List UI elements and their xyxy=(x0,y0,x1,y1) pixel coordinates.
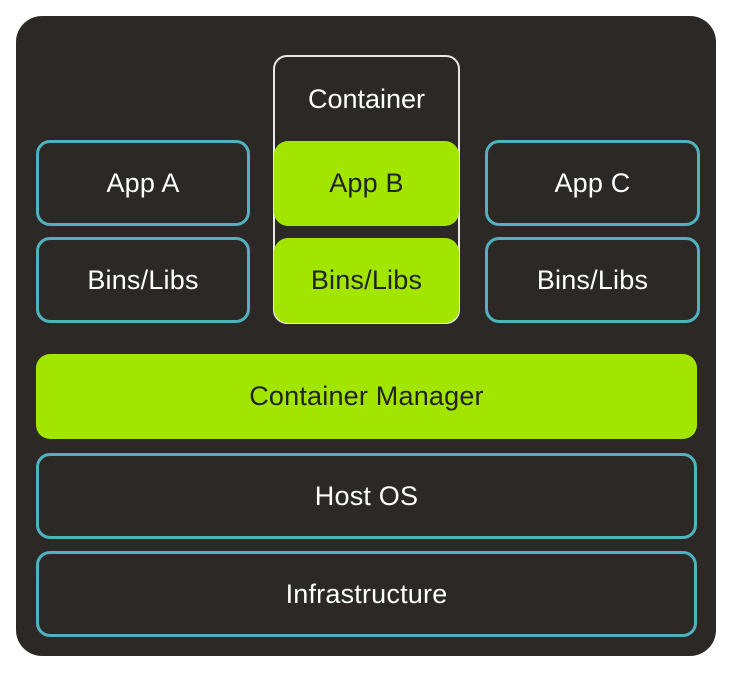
bins-libs-c-label: Bins/Libs xyxy=(536,264,649,295)
bins-libs-b-box: Bins/Libs xyxy=(274,238,459,323)
container-label-text: Container xyxy=(307,83,426,114)
bins-libs-b-label: Bins/Libs xyxy=(310,265,423,295)
container-manager-bar: Container Manager xyxy=(36,354,697,439)
app-b-label: App B xyxy=(329,168,404,198)
host-os-bar: Host OS xyxy=(36,453,697,539)
app-c-label: App C xyxy=(554,167,631,198)
app-c-box: App C xyxy=(485,140,700,226)
host-os-label: Host OS xyxy=(314,480,419,511)
bins-libs-a-box: Bins/Libs xyxy=(36,237,250,323)
container-manager-label: Container Manager xyxy=(249,381,484,411)
infrastructure-bar: Infrastructure xyxy=(36,551,697,637)
bins-libs-c-box: Bins/Libs xyxy=(485,237,700,323)
app-b-box: App B xyxy=(274,141,459,226)
bins-libs-a-label: Bins/Libs xyxy=(87,264,199,295)
app-a-label: App A xyxy=(106,167,180,198)
container-label: Container xyxy=(273,72,460,126)
app-a-box: App A xyxy=(36,140,250,226)
infrastructure-label: Infrastructure xyxy=(285,578,448,609)
